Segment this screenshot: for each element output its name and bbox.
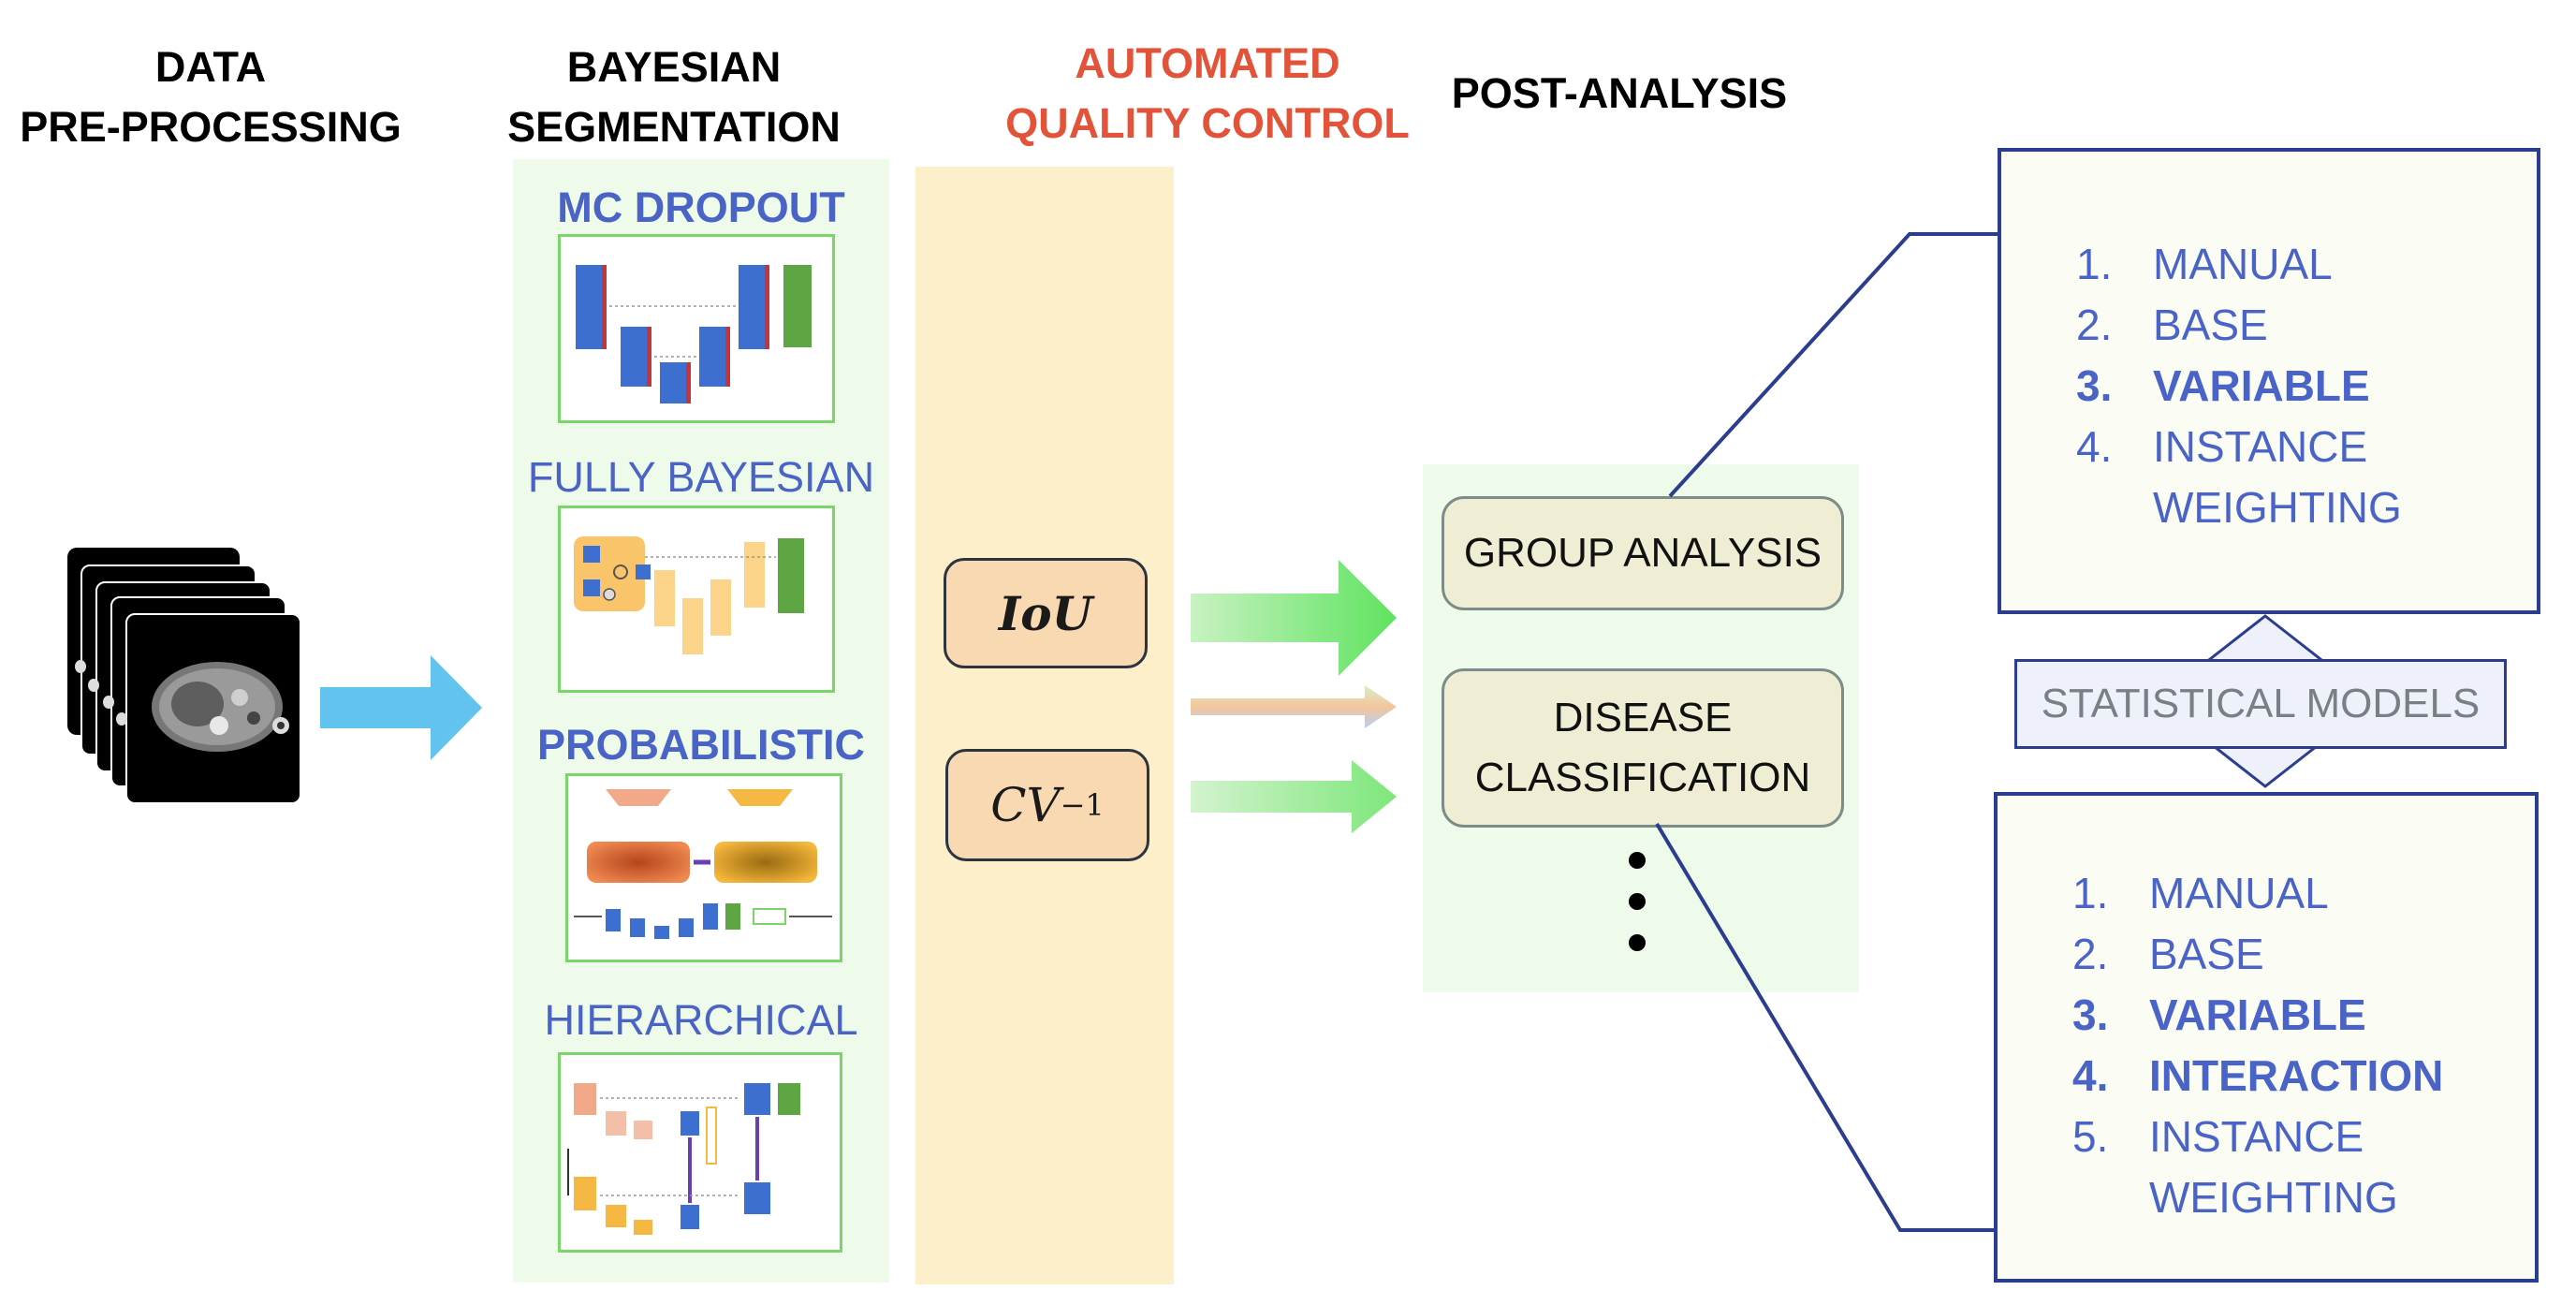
header-line: BAYESIAN — [566, 43, 782, 91]
header-line: PRE-PROCESSING — [20, 103, 402, 151]
metric-cv-label: CV — [990, 778, 1061, 832]
model-list-text: VARIABLE — [2149, 990, 2366, 1039]
model-list-number: 3. — [2072, 990, 2109, 1039]
metric-iou: IoU — [944, 558, 1148, 668]
header-line: SEGMENTATION — [507, 103, 841, 151]
model-list-item: 2. BASE — [2072, 924, 2443, 985]
model-list-item: 2. BASE — [2076, 295, 2402, 356]
header-line: QUALITY CONTROL — [1005, 99, 1410, 147]
model-list-item: 4. INSTANCE — [2076, 417, 2402, 477]
group-analysis-box[interactable]: GROUP ANALYSIS — [1442, 496, 1844, 610]
model-list-number: 3. — [2076, 361, 2113, 410]
model-list: 1. MANUAL 2. BASE 3. VARIABLE 4. INTERACTION 5. I… — [2072, 863, 2443, 1228]
header-post-analysis: POST-ANALYSIS — [1451, 69, 1788, 117]
model-list: 1. MANUAL 2. BASE 3. VARIABLE 4. INSTANCE WEIGHT… — [2076, 234, 2402, 538]
model-list-number: 4. — [2072, 1051, 2109, 1100]
model-list-text: MANUAL — [2149, 869, 2329, 917]
model-list-text: WEIGHTING — [2149, 1173, 2398, 1222]
model-title-mc-dropout: MC DROPOUT — [557, 183, 845, 231]
arrow-blue-right — [320, 655, 482, 760]
arrow-green-small-right — [1191, 760, 1397, 833]
model-list-number — [2076, 477, 2153, 538]
model-list-number: 2. — [2076, 301, 2113, 349]
metric-cv-exponent: −1 — [1060, 787, 1105, 823]
header-line: AUTOMATED — [1075, 39, 1340, 87]
disease-classification-box[interactable]: DISEASE CLASSIFICATION — [1442, 668, 1844, 828]
unet-diagram-fully-bayesian — [558, 506, 835, 693]
model-list-number: 1. — [2076, 240, 2113, 288]
group-analysis-label: GROUP ANALYSIS — [1463, 530, 1822, 576]
header-data-preprocessing: DATA PRE-PROCESSING — [19, 37, 402, 157]
arrow-thin-right — [1191, 685, 1397, 728]
model-list-item: 1. MANUAL — [2076, 234, 2402, 295]
mri-image-stack — [67, 548, 311, 804]
header-line: DATA — [154, 43, 267, 91]
model-list-text: INSTANCE — [2149, 1112, 2364, 1161]
unet-diagram-probabilistic — [565, 773, 842, 962]
disease-classification-line: CLASSIFICATION — [1474, 755, 1811, 800]
model-title-hierarchical: HIERARCHICAL — [544, 996, 858, 1044]
model-list-item: 3. VARIABLE — [2072, 985, 2443, 1046]
unet-diagram-mc-dropout — [558, 234, 835, 423]
model-list-number: 4. — [2076, 422, 2113, 471]
mri-side-marks — [71, 660, 127, 782]
model-list-item: 3. VARIABLE — [2076, 356, 2402, 417]
model-list-number: 1. — [2072, 869, 2109, 917]
model-list-number: 2. — [2072, 930, 2109, 978]
abdomen-scan-icon — [152, 662, 289, 752]
model-list-item: WEIGHTING — [2076, 477, 2402, 538]
quality-control-panel — [915, 167, 1174, 1284]
model-list-item: 5. INSTANCE — [2072, 1107, 2443, 1167]
model-list-item: 1. MANUAL — [2072, 863, 2443, 924]
model-list-number: 5. — [2072, 1112, 2109, 1161]
metric-cv-inverse: CV−1 — [945, 749, 1149, 861]
mri-slice — [125, 613, 301, 804]
model-list-text: INTERACTION — [2149, 1051, 2444, 1100]
model-list-item: 4. INTERACTION — [2072, 1046, 2443, 1107]
model-title-fully-bayesian: FULLY BAYESIAN — [527, 453, 875, 501]
statistical-models-label: STATISTICAL MODELS — [2014, 659, 2507, 749]
ellipsis-dots — [1629, 852, 1647, 955]
model-list-number — [2072, 1167, 2149, 1228]
model-list-text: BASE — [2149, 930, 2264, 978]
disease-classification-line: DISEASE — [1553, 695, 1733, 740]
model-list-text: MANUAL — [2153, 240, 2333, 288]
header-bayesian-segmentation: BAYESIAN SEGMENTATION — [487, 37, 861, 157]
statistical-model-list-top: 1. MANUAL 2. BASE 3. VARIABLE 4. INSTANCE WEIGHT… — [1998, 148, 2540, 614]
model-list-text: BASE — [2153, 301, 2268, 349]
statistical-model-list-bottom: 1. MANUAL 2. BASE 3. VARIABLE 4. INTERACTION 5. I… — [1994, 792, 2539, 1283]
model-title-probabilistic: PROBABILISTIC — [536, 721, 865, 769]
arrow-green-right — [1191, 560, 1397, 676]
model-list-item: WEIGHTING — [2072, 1167, 2443, 1228]
unet-diagram-hierarchical — [558, 1052, 842, 1253]
model-list-text: INSTANCE — [2153, 422, 2368, 471]
model-list-text: WEIGHTING — [2153, 483, 2402, 532]
statistical-models-text: STATISTICAL MODELS — [2041, 681, 2481, 726]
header-quality-control: AUTOMATED QUALITY CONTROL — [983, 34, 1432, 154]
metric-iou-label: IoU — [998, 585, 1093, 641]
model-list-text: VARIABLE — [2153, 361, 2370, 410]
